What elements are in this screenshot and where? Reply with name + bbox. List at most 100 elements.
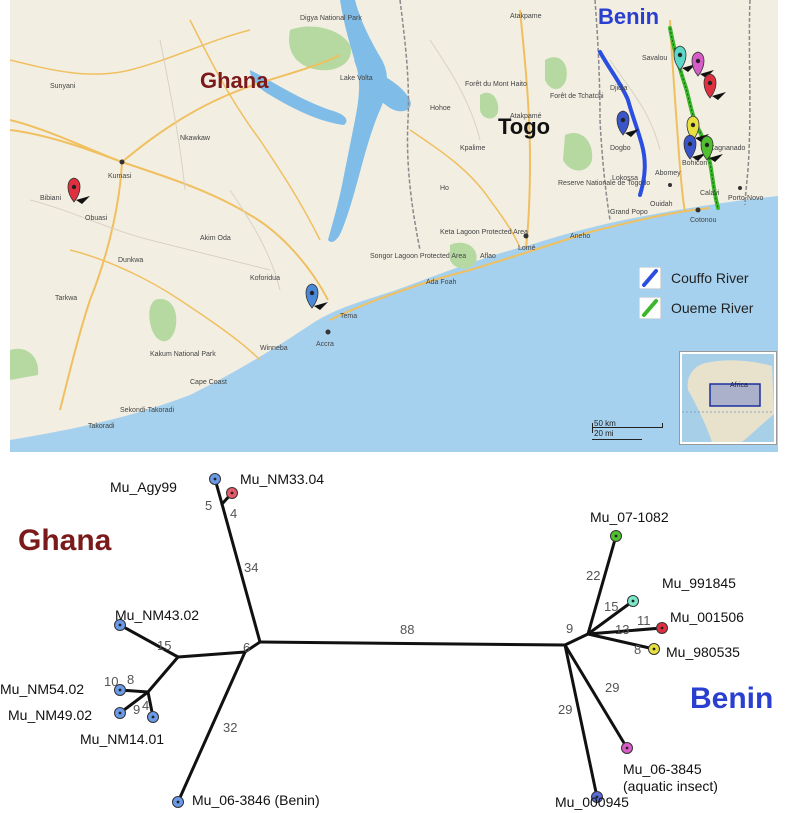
leaf-node-nm5402	[114, 684, 126, 696]
map-panel: Digya National Park Lake Volta Kumasi Ac…	[10, 0, 778, 452]
place-label: Bibiani	[40, 195, 61, 202]
city-dot-lome	[523, 233, 529, 239]
branch-length-b6: 6	[243, 640, 250, 655]
place-label: Dogbo	[610, 145, 631, 152]
ghana-togo-border	[399, 0, 421, 251]
minor-road-5	[229, 189, 281, 291]
leaf-node-m001506	[656, 622, 668, 634]
place-label: Savalou	[642, 55, 667, 62]
place-label: Accra	[316, 341, 334, 348]
pin-blue-benin-icon	[683, 134, 706, 161]
branch-length-b32: 32	[223, 720, 237, 735]
togo-n1-road	[519, 9, 532, 249]
branch-length-b29b: 29	[558, 702, 572, 717]
road-5	[189, 19, 321, 241]
branch-length-b9g: 9	[133, 702, 140, 717]
city-dot-accra	[325, 329, 331, 335]
couffo-river-path	[598, 50, 647, 197]
place-label: Kpalime	[460, 145, 485, 152]
game-reserve-area	[10, 348, 39, 380]
branch-length-b34: 34	[244, 560, 258, 575]
branch-length-b29a: 29	[605, 680, 619, 695]
leaf-node-m063845	[621, 742, 633, 754]
place-label: Aneho	[570, 233, 590, 240]
leaf-label-m063845-note: (aquatic insect)	[623, 778, 718, 794]
tree-branch-B-B1	[563, 632, 590, 647]
place-label: Tema	[340, 313, 357, 320]
road-1	[10, 119, 329, 301]
place-label: Calavi	[700, 190, 720, 197]
place-label: Tarkwa	[55, 295, 77, 302]
legend-item-oueme: Oueme River	[639, 296, 753, 320]
pin-green-benin-icon	[700, 135, 723, 162]
place-label: Grand Popo	[610, 209, 648, 216]
leaf-node-m980535	[648, 643, 660, 655]
place-label: Koforidua	[250, 275, 280, 282]
place-label: Songor Lagoon Protected Area	[370, 253, 466, 260]
road-2	[121, 54, 341, 163]
place-label: Cotonou	[690, 217, 717, 224]
scale-mi-label: 20 mi	[594, 429, 614, 438]
leaf-label-m001506: Mu_001506	[670, 609, 744, 625]
place-label: Kakum National Park	[150, 351, 216, 358]
place-labels: Digya National Park Lake Volta Kumasi Ac…	[40, 13, 764, 430]
oueme-river-inner	[669, 27, 719, 209]
tree-branch-G2-G3	[146, 655, 180, 694]
tree-branch-B1-m980535	[586, 632, 656, 651]
map-country-label-benin: Benin	[598, 4, 660, 29]
place-label: Obuasi	[85, 215, 108, 222]
lake-volta-west-arm	[250, 70, 347, 125]
scale-tick-left	[592, 423, 593, 433]
place-label: Atakpamé	[510, 113, 542, 120]
leaf-node-nm1401	[147, 711, 159, 723]
place-label: Kumasi	[108, 173, 132, 180]
place-label: Lomé	[518, 245, 536, 252]
city-dot-abomey	[668, 183, 672, 187]
place-label: Ada Foah	[426, 279, 456, 286]
map-country-label-togo: Togo	[498, 114, 551, 139]
place-label: Dunkwa	[118, 257, 143, 264]
tree-branch-G2-nm4302	[118, 623, 180, 659]
togo-benin-border	[594, 0, 611, 221]
tree-branch-B1-m001506	[586, 626, 664, 636]
place-label: Zagnanado	[710, 145, 746, 152]
place-label: Forêt du Mont Haito	[465, 81, 527, 88]
place-label: Bohicon	[682, 160, 707, 167]
scale-line-km	[592, 427, 662, 428]
leaf-label-m980535: Mu_980535	[666, 644, 740, 660]
branch-length-b5: 5	[205, 498, 212, 513]
leaf-label-nm3304: Mu_NM33.04	[240, 471, 324, 487]
branch-length-b4top: 4	[230, 506, 237, 521]
place-label: Atakpame	[510, 13, 542, 20]
place-label: Takoradi	[88, 423, 115, 430]
place-label: Forêt de Tchatchi	[550, 93, 604, 100]
road-8	[69, 249, 261, 361]
map-scale-bar: 50 km 20 mi	[592, 415, 666, 441]
place-label: Keta Lagoon Protected Area	[440, 229, 528, 236]
inset-highlight-box	[709, 383, 761, 407]
branch-length-b15g: 15	[157, 638, 171, 653]
road-3	[59, 161, 123, 411]
place-label: Ho	[440, 185, 449, 192]
scale-km-label: 50 km	[594, 419, 616, 428]
tree-branch-R-G1	[243, 640, 262, 654]
leaf-label-agy99: Mu_Agy99	[110, 479, 177, 495]
place-label: Digya National Park	[300, 15, 362, 22]
leaf-label-m071082: Mu_07-1082	[590, 509, 669, 525]
city-dot-cotonou	[695, 207, 701, 213]
minor-road-4	[609, 59, 661, 151]
leaf-node-m000945	[591, 791, 603, 803]
place-label: Winneba	[260, 345, 288, 352]
pin-blue-couffo-icon	[616, 110, 639, 137]
leaf-label-m063846: Mu_06-3846 (Benin)	[192, 792, 320, 808]
branch-length-b15b: 15	[604, 599, 618, 614]
lake-volta	[328, 0, 388, 242]
pin-yellow-benin-icon	[686, 115, 709, 142]
place-label: Aflao	[480, 253, 496, 260]
branch-length-b22: 22	[586, 568, 600, 583]
place-label: Cape Coast	[190, 379, 227, 386]
togodo-reserve-area	[563, 132, 593, 171]
